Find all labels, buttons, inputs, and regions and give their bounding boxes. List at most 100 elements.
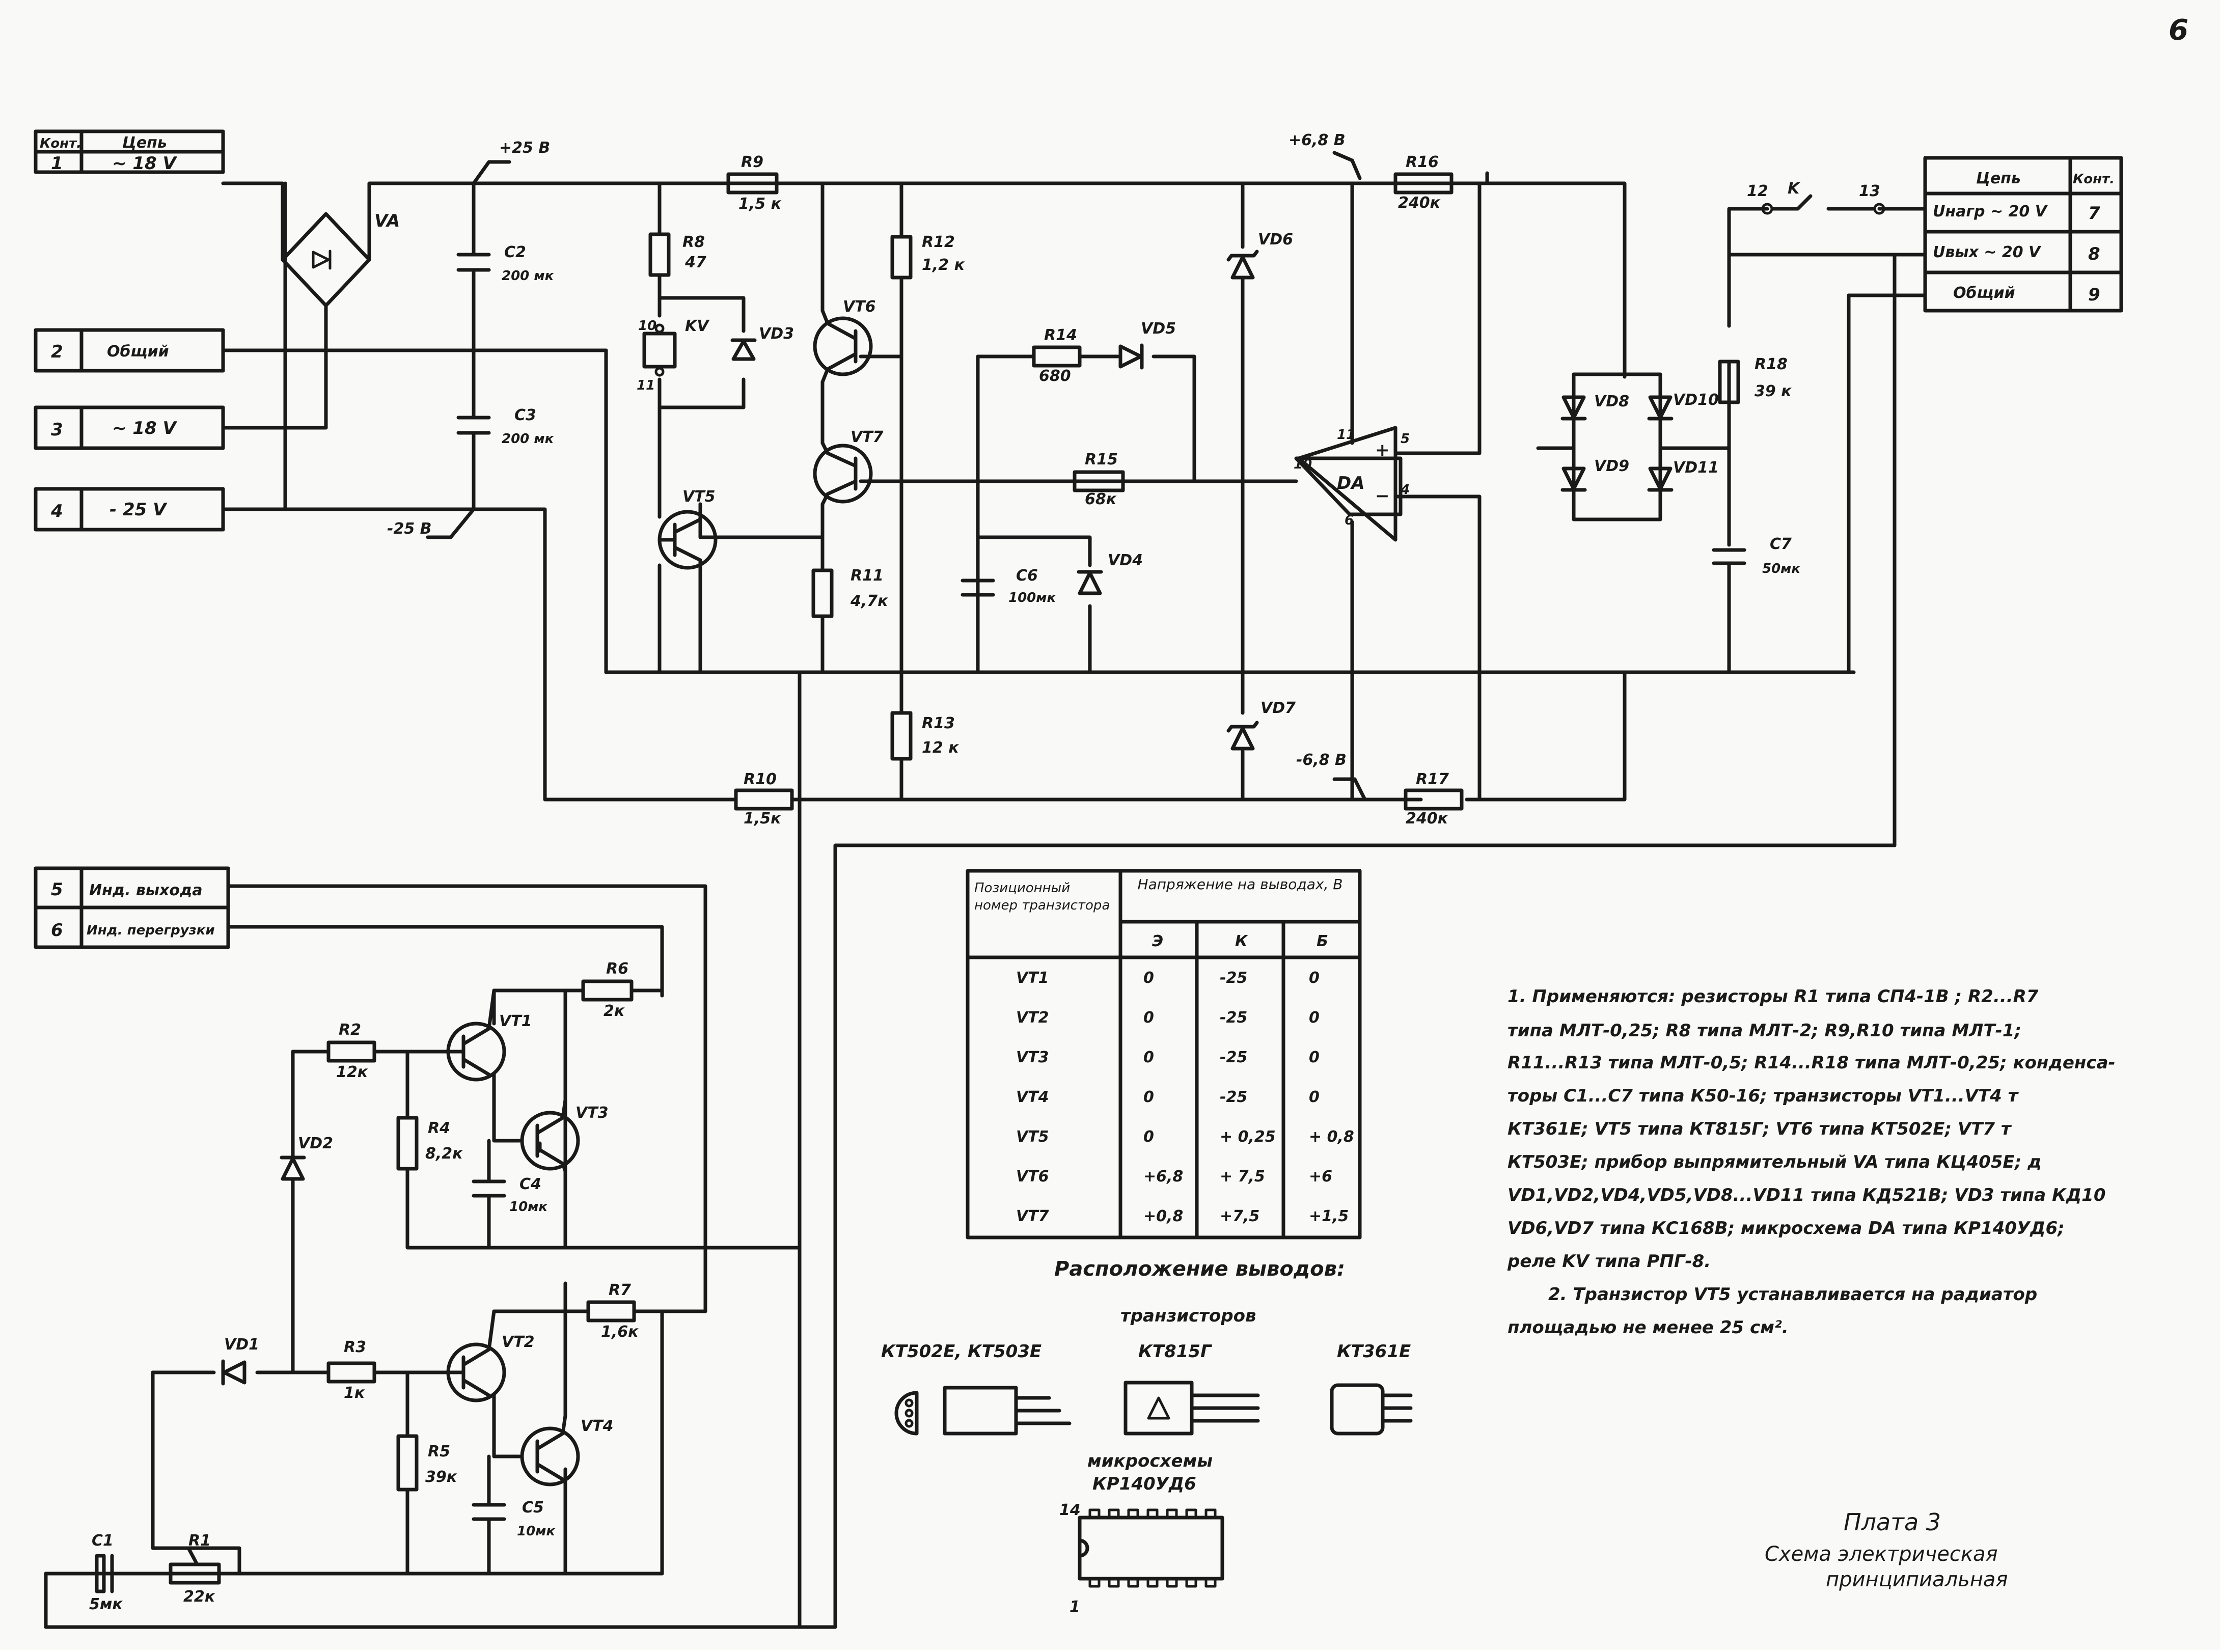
in-row-3-circuit: ~ 18 V (112, 418, 177, 438)
transistor-vt1: VT1 (438, 988, 532, 1082)
value-c3: 200 мк (502, 431, 555, 447)
label-r9: R9 (741, 153, 763, 171)
vt-row-e: 0 (1143, 1128, 1154, 1146)
label-pos25: +25 В (499, 139, 550, 157)
label-c5: C5 (522, 1499, 544, 1517)
vt-row-b: +1,5 (1309, 1207, 1349, 1225)
vt-row-name: VT4 (1016, 1088, 1049, 1106)
value-c2: 200 мк (502, 268, 555, 284)
out-row-2-num: 8 (2088, 244, 2100, 264)
pinout-section: Расположение выводов: транзисторов КТ502… (881, 1257, 1413, 1616)
resistor-r11: R11 4,7к (811, 567, 888, 618)
vt-row-k: -25 (1220, 1088, 1247, 1106)
label-r16: R16 (1406, 153, 1439, 171)
transistor-vt4: VT4 (520, 1414, 614, 1486)
value-r18: 39 к (1755, 382, 1792, 400)
label-c7: C7 (1770, 535, 1792, 553)
resistor-r14: R14 680 (1032, 326, 1082, 385)
diode-vd4: VD4 (1077, 552, 1143, 595)
label-r14: R14 (1044, 326, 1077, 344)
value-r4: 8,2к (425, 1145, 463, 1163)
diode-vd2: VD2 (280, 1135, 333, 1201)
label-r11: R11 (851, 567, 884, 585)
label-vd5: VD5 (1141, 320, 1176, 338)
dip-pin (1088, 1577, 1101, 1588)
out-row-1-circuit: Uнагр ~ 20 V (1933, 203, 2048, 221)
capacitor-c5: C5 10мк (472, 1499, 556, 1539)
in-row-4-num: 4 (50, 501, 63, 521)
mic-name: КР140УД6 (1092, 1474, 1196, 1494)
label-r1: R1 (188, 1532, 211, 1550)
label-vd9: VD9 (1594, 457, 1629, 475)
vt-row-b: 0 (1309, 969, 1320, 987)
out-row-3-num: 9 (2088, 285, 2100, 305)
in-row-1-circuit: ~ 18 V (112, 153, 177, 174)
transistor-vt3: VT3 (520, 1098, 609, 1173)
label-kv: KV (685, 317, 710, 335)
label-vd4: VD4 (1108, 552, 1143, 569)
vt-row-name: VT7 (1016, 1207, 1049, 1225)
note-line-6: КТ503Е; прибор выпрямительный VA типа КЦ… (1508, 1152, 2042, 1172)
resistor-r16: R16 240к (1393, 153, 1454, 212)
input-connector-table: Конт. Цепь 1 ~ 18 V 2 Общий 3 ~ 18 V 4 -… (34, 129, 225, 532)
note-line-2: типа МЛТ-0,25; R8 типа МЛТ-2; R9,R10 тип… (1508, 1021, 2021, 1041)
label-r10: R10 (744, 770, 777, 788)
label-c1: C1 (92, 1532, 114, 1550)
label-va: VA (374, 211, 400, 231)
in-row-3-num: 3 (51, 420, 63, 440)
resistor-r2: R2 12к (326, 1021, 376, 1081)
resistor-r18: R18 39 к (1718, 355, 1792, 404)
vt-row-e: 0 (1143, 1009, 1154, 1027)
transistor-vt7: VT7 (813, 428, 884, 506)
out-row-2-circuit: Uвых ~ 20 V (1933, 243, 2042, 261)
label-neg25: -25 В (387, 520, 432, 538)
in-row-4-circuit: - 25 V (109, 500, 168, 520)
note-line-11: площадью не менее 25 см². (1508, 1317, 1789, 1338)
out-header-contact: Конт. (2073, 172, 2115, 187)
label-vd8: VD8 (1594, 393, 1629, 410)
label-r4: R4 (428, 1119, 450, 1137)
vt-row-e: 0 (1143, 969, 1154, 987)
pinout-sub: транзисторов (1120, 1306, 1256, 1326)
resistor-r17: R17 240к (1404, 770, 1464, 828)
label-vt5: VT5 (682, 488, 716, 506)
in-row-2-circuit: Общий (107, 343, 169, 361)
package-kt815 (1123, 1381, 1260, 1436)
vt-row-k: -25 (1220, 969, 1247, 987)
vt-col-e: Э (1152, 932, 1163, 950)
diode-vd3: VD3 (730, 325, 794, 361)
dip-pin (1108, 1508, 1120, 1519)
zener-vd7: VD7 (1226, 699, 1296, 751)
note-line-1: 1. Применяются: резисторы R1 типа СП4-1В… (1508, 986, 2039, 1007)
value-r11: 4,7к (850, 592, 888, 610)
vt-row-name: VT2 (1016, 1009, 1049, 1027)
label-da: DA (1337, 473, 1365, 493)
note-line-3: R11...R13 типа МЛТ-0,5; R14...R18 типа М… (1508, 1053, 2116, 1073)
label-r3: R3 (344, 1338, 366, 1356)
value-r10: 1,5к (744, 810, 781, 828)
note-line-8: VD6,VD7 типа КС168В; микросхема DA типа … (1508, 1218, 2065, 1238)
label-c2: C2 (504, 243, 526, 261)
label-r7: R7 (609, 1281, 631, 1299)
in-header-contact: Конт. (40, 136, 81, 151)
dip-pin (1146, 1577, 1159, 1588)
vt-row-b: + 0,8 (1309, 1128, 1354, 1146)
pinout-title: Расположение выводов: (1054, 1257, 1345, 1281)
vt-row-b: 0 (1309, 1009, 1320, 1027)
value-c6: 100мк (1008, 590, 1057, 605)
value-c7: 50мк (1762, 561, 1801, 576)
resistor-r8: R8 47 (648, 232, 706, 277)
label-r15: R15 (1085, 451, 1118, 469)
dip-pin (1088, 1508, 1101, 1519)
dip-pin (1127, 1508, 1139, 1519)
label-c6: C6 (1016, 567, 1038, 585)
label-r6: R6 (606, 960, 628, 978)
pin-1: 1 (1070, 1598, 1080, 1616)
in-header-circuit: Цепь (122, 134, 167, 152)
voltage-table: Позиционный номер транзистора Напряжение… (966, 869, 1362, 1240)
label-vd1: VD1 (224, 1336, 259, 1354)
value-r3: 1к (344, 1384, 365, 1402)
pin-5: 5 (1401, 431, 1410, 447)
label-vt6: VT6 (843, 298, 876, 316)
diode-vd1: VD1 (221, 1336, 259, 1386)
